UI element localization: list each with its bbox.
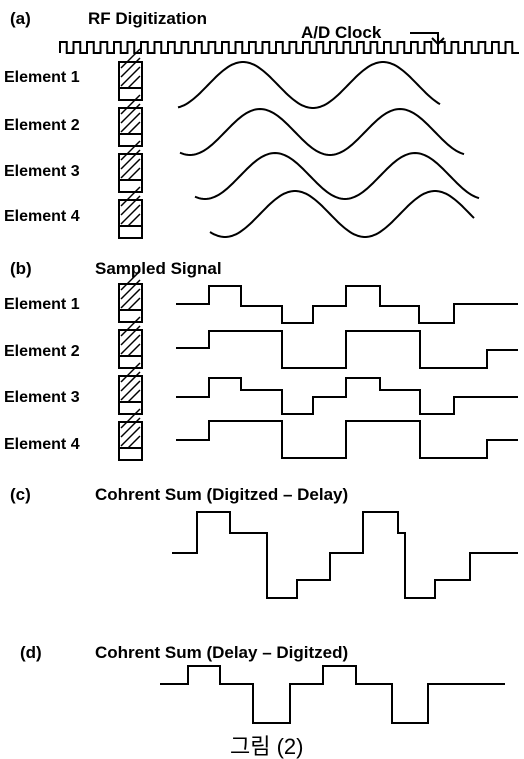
ad-clock-signal — [59, 41, 519, 54]
rf-wave-element-1 — [177, 61, 441, 109]
element-spacer — [118, 447, 143, 461]
sampled-signal-element-2 — [176, 330, 518, 369]
coherent-sum-delay-digitized — [160, 665, 505, 724]
element-labels-b: Element 1 Element 2 Element 3 Element 4 — [4, 296, 80, 453]
rf-wave-element-4 — [209, 190, 475, 238]
sampled-signal-element-3 — [176, 377, 518, 415]
hatch-line — [120, 57, 141, 78]
hatch-line — [120, 66, 141, 87]
hatch-line — [120, 325, 141, 346]
hatch-line — [120, 270, 141, 291]
hatch-line — [120, 316, 141, 337]
panel-c-title: Cohrent Sum (Digitzed – Delay) — [95, 485, 348, 504]
panel-b-title: Sampled Signal — [95, 259, 222, 278]
panel-b-tag: (b) — [10, 259, 32, 278]
hatch-line — [120, 362, 141, 383]
figure-caption: 그림 (2) — [230, 734, 303, 759]
element-label: Element 2 — [4, 117, 80, 134]
element-label: Element 4 — [4, 436, 80, 453]
hatch-line — [120, 371, 141, 392]
hatch-line — [120, 48, 141, 69]
hatch-line — [120, 140, 141, 161]
transducer-array-a — [118, 48, 143, 239]
hatch-line — [120, 149, 141, 170]
hatch-line — [120, 334, 141, 355]
hatch-line — [120, 417, 141, 438]
panel-c-tag: (c) — [10, 485, 31, 504]
sampled-signal-element-4 — [176, 420, 518, 459]
panel-d-title: Cohrent Sum (Delay – Digitzed) — [95, 643, 348, 662]
panel-a-tag: (a) — [10, 9, 31, 28]
element-label: Element 4 — [4, 208, 80, 225]
hatch-line — [120, 186, 141, 207]
element-spacer — [118, 179, 143, 193]
element-labels-a: Element 1 Element 2 Element 3 Element 4 — [4, 69, 80, 225]
coherent-sum-digitized-delay — [172, 511, 518, 599]
element-spacer — [118, 355, 143, 369]
panel-a-title: RF Digitization — [88, 9, 207, 28]
element-spacer — [118, 401, 143, 415]
hatch-line — [120, 158, 141, 179]
element-spacer — [118, 87, 143, 101]
hatch-line — [120, 426, 141, 447]
hatch-line — [120, 195, 141, 216]
sampled-signal-element-1 — [176, 285, 518, 324]
rf-wave-element-2 — [179, 107, 465, 157]
transducer-array-b — [118, 270, 143, 461]
element-label: Element 1 — [4, 69, 80, 86]
hatch-line — [120, 288, 141, 309]
element-spacer — [118, 225, 143, 239]
hatch-line — [120, 408, 141, 429]
element-spacer — [118, 309, 143, 323]
ad-clock-label: A/D Clock — [301, 23, 382, 42]
element-spacer — [118, 133, 143, 147]
hatch-line — [120, 279, 141, 300]
element-label: Element 1 — [4, 296, 80, 313]
hatch-line — [120, 94, 141, 115]
element-label: Element 2 — [4, 343, 80, 360]
hatch-line — [120, 380, 141, 401]
hatch-line — [120, 103, 141, 124]
element-label: Element 3 — [4, 389, 80, 406]
element-label: Element 3 — [4, 163, 80, 180]
rf-wave-element-3 — [194, 151, 480, 201]
panel-d-tag: (d) — [20, 643, 42, 662]
hatch-line — [120, 112, 141, 133]
hatch-line — [120, 204, 141, 225]
